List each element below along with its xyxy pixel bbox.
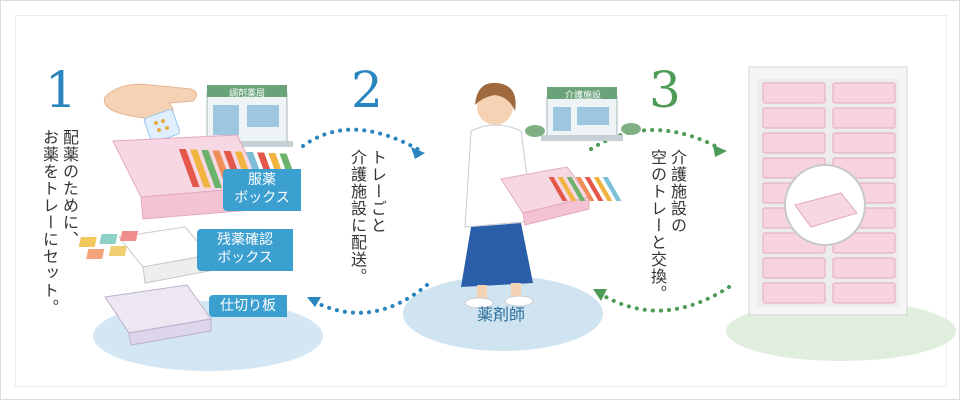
divider-board-icon (104, 284, 212, 346)
cabinet-drawer[interactable] (832, 132, 896, 154)
cabinet-icon (748, 66, 908, 316)
medicine-stripe (178, 149, 200, 187)
arrow-1-to-2 (301, 127, 423, 153)
step-1-text-line2: お薬をトレーにセット。 (40, 129, 59, 316)
arrow-2-to-1-head (307, 297, 321, 307)
pharmacist-label: 薬剤師 (476, 305, 525, 324)
cabinet-drawer[interactable] (762, 107, 826, 129)
tag-remaining-box-line2: ボックス (217, 250, 273, 266)
pharmacist-figure (461, 82, 622, 309)
cabinet-drawer[interactable] (832, 282, 896, 304)
tag-medicine-box-line2: ボックス (234, 190, 290, 206)
carried-tray-stripe (602, 177, 622, 201)
step-1-text-line1: 配薬のために、 (60, 129, 79, 248)
remaining-box-icon (78, 226, 210, 284)
arrow-2-to-3 (589, 128, 723, 151)
step-3-text-line2: 空のトレーと交換。 (648, 149, 667, 302)
tag-divider-board: 仕切り板 (209, 295, 287, 317)
tag-remaining-box-line1: 残薬確認 (217, 232, 273, 248)
step-3-text-line1: 介護施設の (668, 149, 687, 234)
carried-tray-stripe (575, 177, 595, 201)
tag-medicine-box-line1: 服薬 (248, 172, 276, 188)
step-2-number: 2 (351, 61, 383, 119)
carried-tray-stripe (557, 177, 577, 201)
step-3-number: 3 (649, 61, 681, 119)
step-1-number: 1 (45, 61, 77, 119)
pharmacy-building-icon (201, 85, 293, 147)
cabinet-drawer[interactable] (762, 282, 826, 304)
tag-remaining-box: 残薬確認 ボックス (197, 229, 293, 271)
arrow-2-to-1 (311, 283, 429, 315)
step-1-text: 配薬のために、 お薬をトレーにセット。 (39, 129, 79, 329)
medicine-stripe (190, 149, 211, 188)
arrow-3-to-2 (597, 285, 731, 313)
step-2-text: トレーごと 介護施設に配送。 (347, 149, 387, 309)
tag-medicine-box: 服薬 ボックス (223, 169, 301, 211)
arrow-3-to-2-head (593, 289, 607, 301)
carried-tray-stripe (593, 177, 613, 201)
facility-building-icon (525, 87, 641, 141)
hand-icon (103, 83, 197, 144)
carried-tray-stripe (566, 177, 586, 201)
carried-tray-stripe (548, 177, 568, 201)
step-2-text-line2: 介護施設に配送。 (348, 149, 367, 285)
tag-divider-board-text: 仕切り板 (220, 298, 276, 314)
pharmacy-sign: 調剤薬局 (228, 89, 265, 99)
cabinet-drawer[interactable] (832, 82, 896, 104)
cabinet-drawer[interactable] (832, 257, 896, 279)
arrow-2-to-3-head (713, 145, 727, 157)
carried-tray-stripe (584, 177, 604, 201)
step-2-text-line1: トレーごと (368, 149, 387, 234)
cabinet-drawer[interactable] (762, 257, 826, 279)
ground-ellipse-center (403, 276, 603, 351)
step-3-text: 介護施設の 空のトレーと交換。 (647, 149, 687, 309)
medicine-stripe (201, 150, 223, 188)
cabinet-drawer[interactable] (762, 82, 826, 104)
cabinet-drawer[interactable] (832, 107, 896, 129)
cabinet-drawer[interactable] (762, 132, 826, 154)
facility-sign: 介護施設 (564, 91, 601, 101)
arrow-1-to-2-head (411, 147, 425, 159)
inner-border (15, 15, 947, 387)
